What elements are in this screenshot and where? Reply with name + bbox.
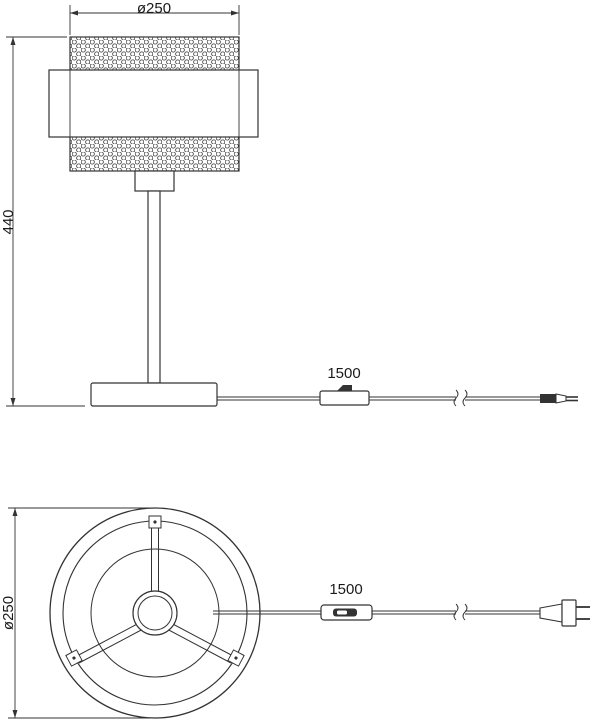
arm-clips bbox=[65, 515, 245, 667]
center-hub-outer bbox=[132, 590, 178, 636]
height-dimension: 440 bbox=[0, 36, 85, 407]
inner-ring bbox=[90, 548, 220, 678]
top-cable-switch bbox=[320, 604, 373, 621]
top-view: ø250 bbox=[0, 507, 590, 719]
center-hub-inner bbox=[137, 595, 173, 631]
lamp-socket bbox=[134, 170, 175, 192]
height-label: 440 bbox=[0, 209, 17, 234]
side-plug bbox=[540, 393, 578, 404]
base-diameter-dimension: ø250 bbox=[0, 507, 152, 719]
top-plug bbox=[539, 599, 590, 627]
spider-arms bbox=[74, 522, 236, 664]
base-diameter-label: ø250 bbox=[0, 596, 17, 630]
top-cable bbox=[213, 603, 540, 621]
shade-band bbox=[48, 69, 259, 138]
shade-diameter-label: ø250 bbox=[137, 0, 171, 17]
side-cable bbox=[217, 389, 540, 407]
lamp-base bbox=[90, 382, 218, 407]
side-cable-switch bbox=[319, 385, 370, 406]
side-view: ø250 440 bbox=[0, 0, 578, 407]
shade-diameter-dimension: ø250 bbox=[69, 0, 240, 35]
top-cable-length-label: 1500 bbox=[329, 581, 362, 598]
side-cable-length-label: 1500 bbox=[327, 365, 360, 382]
lamp-stem bbox=[147, 190, 161, 384]
